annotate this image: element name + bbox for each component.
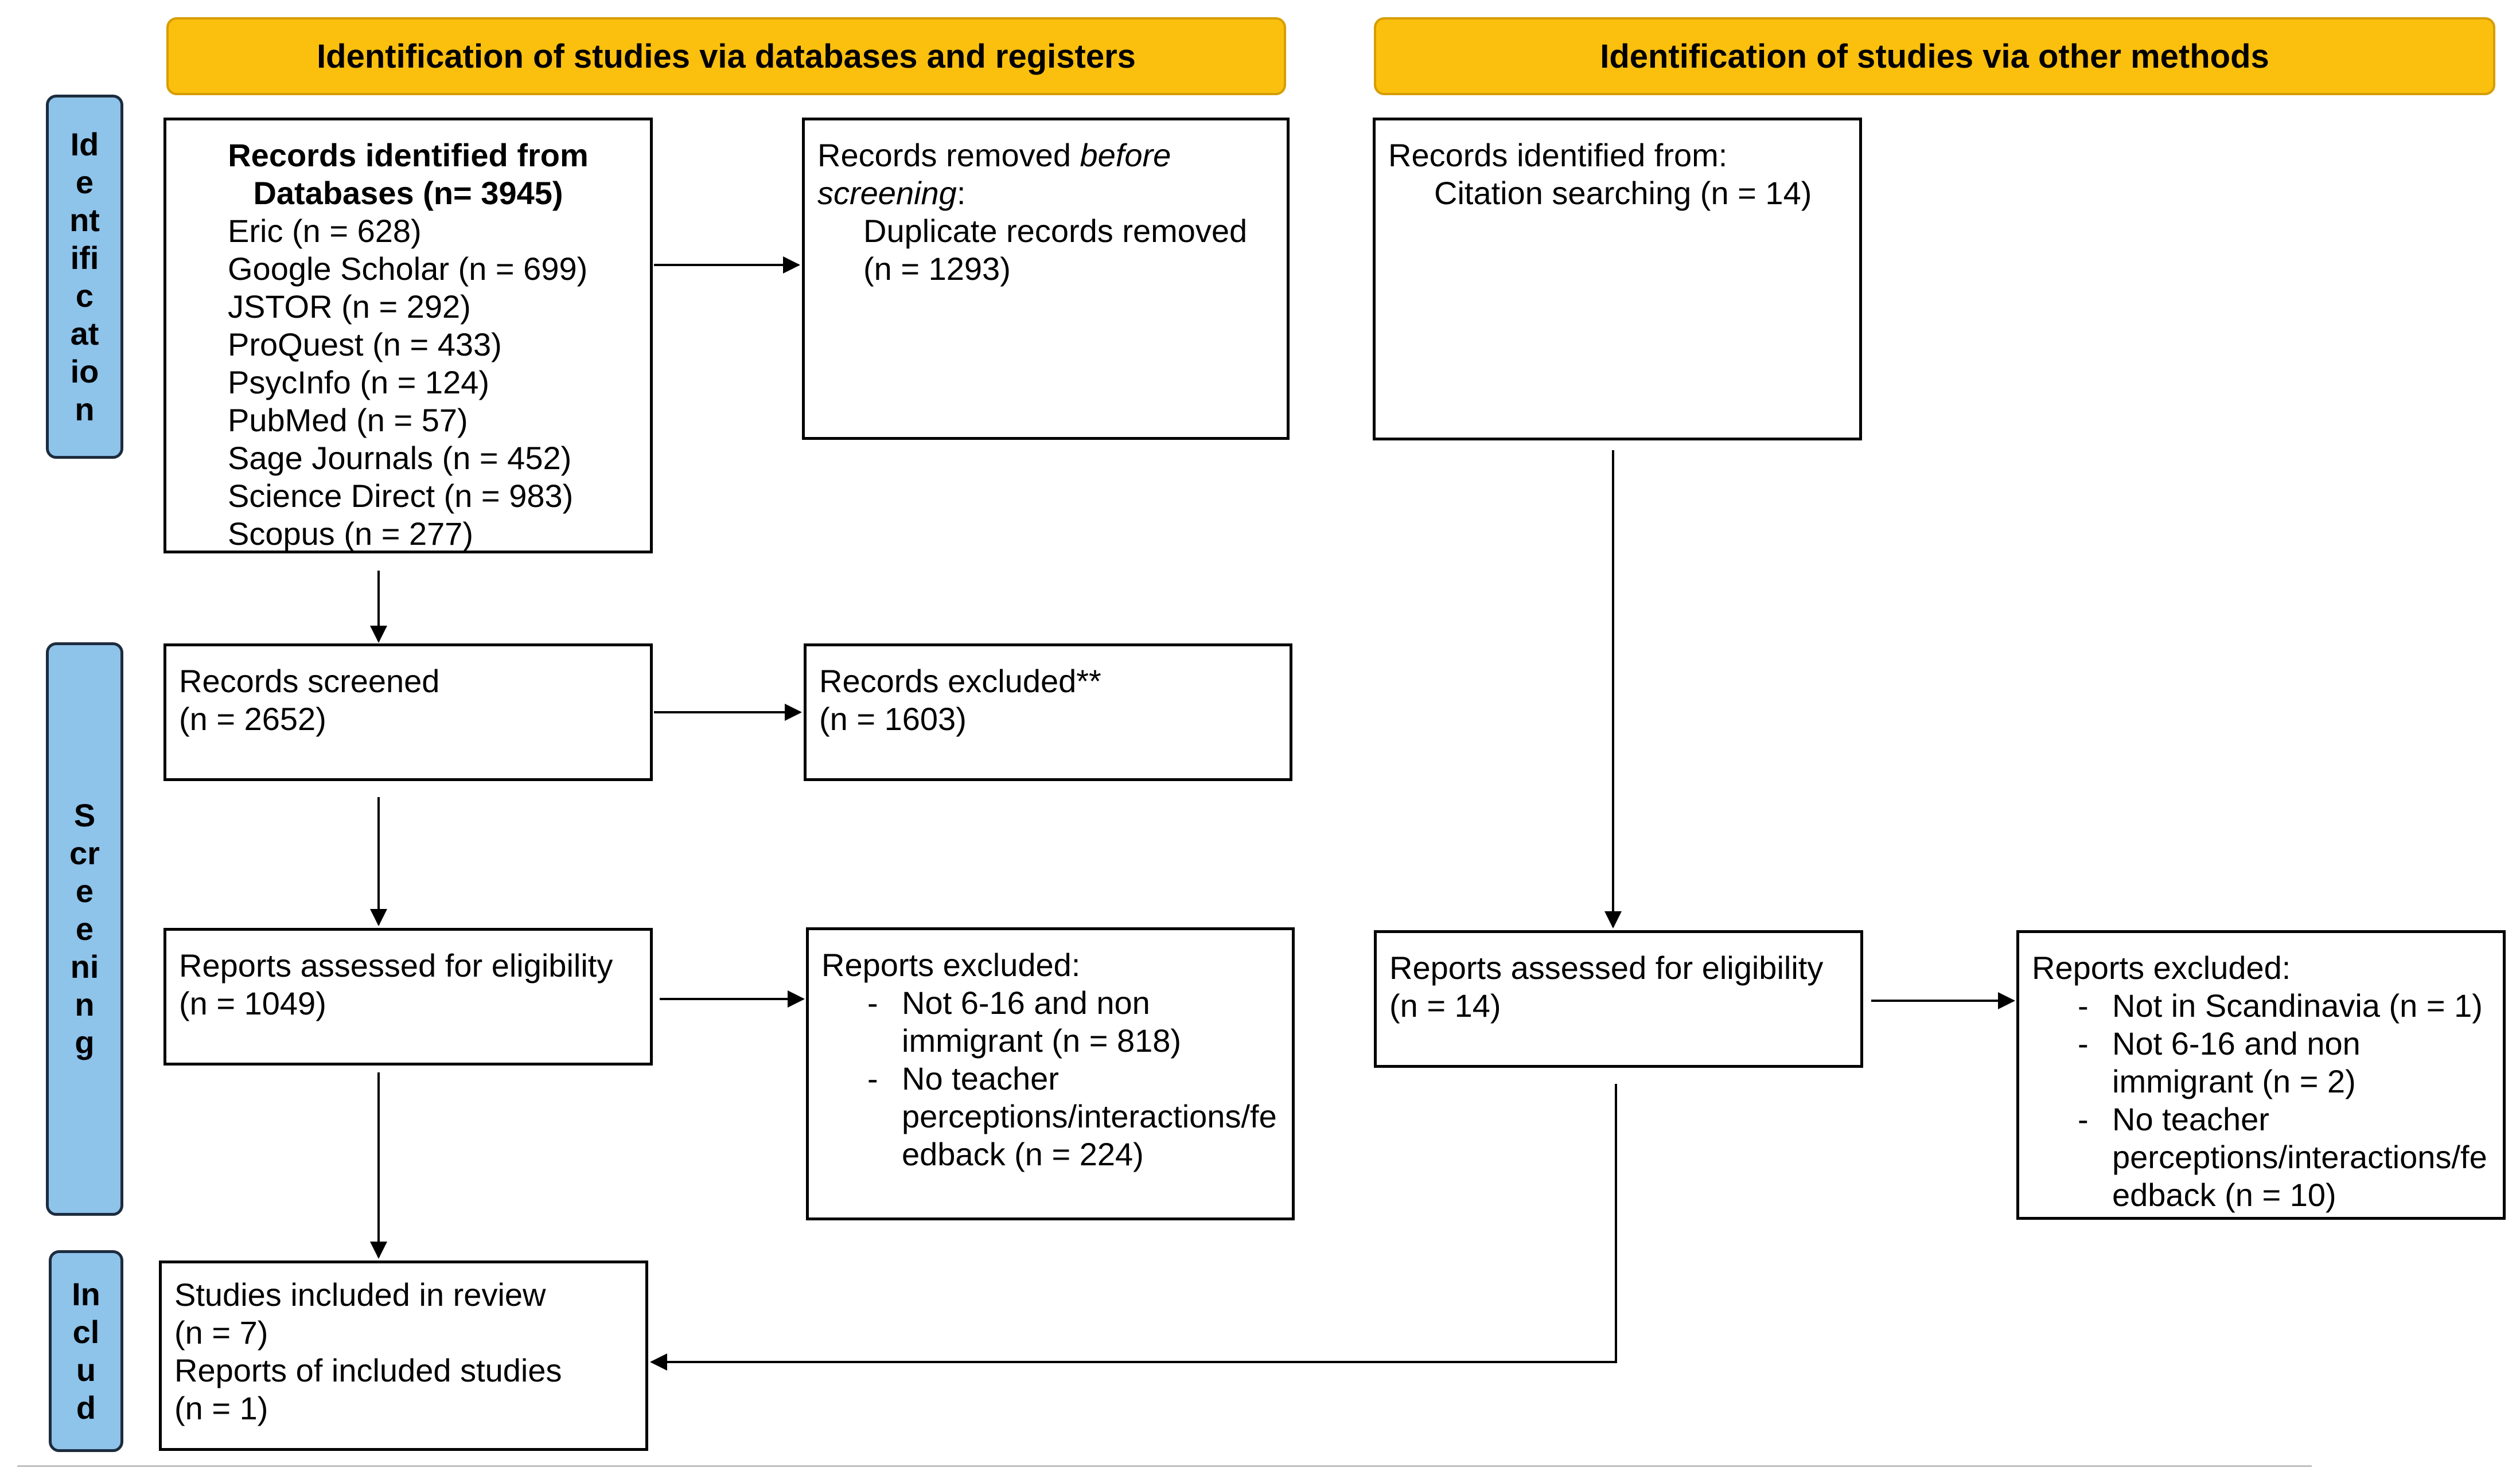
bullet-dash: - bbox=[2078, 1025, 2089, 1062]
records-removed-item: Duplicate records removed bbox=[863, 213, 1248, 249]
phase-label-fragment: e bbox=[75, 911, 94, 947]
records-identified-title-2: Databases (n= 3945) bbox=[253, 175, 563, 211]
bullet-dash: - bbox=[867, 1060, 878, 1096]
reports-excluded-other-box: Reports excluded: -Not in Scandinavia (n… bbox=[2016, 930, 2506, 1220]
database-source-item: JSTOR (n = 292) bbox=[228, 288, 471, 325]
exclusion-reason-line: No teacher bbox=[902, 1060, 1059, 1096]
database-source-item: Google Scholar (n = 699) bbox=[228, 251, 588, 287]
exclusion-reason-line: perceptions/interactions/fe bbox=[902, 1098, 1277, 1134]
reports-included-count: (n = 1) bbox=[174, 1390, 268, 1426]
reports-assessed-db-label: Reports assessed for eligibility bbox=[179, 947, 613, 984]
phase-label-fragment: S bbox=[73, 797, 96, 833]
records-removed-box: Records removed before screening: Duplic… bbox=[802, 118, 1290, 440]
exclusion-reason-line: immigrant (n = 818) bbox=[902, 1023, 1182, 1059]
reports-included-label: Reports of included studies bbox=[174, 1352, 562, 1388]
records-identified-sources: Eric (n = 628)Google Scholar (n = 699)JS… bbox=[166, 212, 650, 552]
other-records-item: Citation searching (n = 14) bbox=[1434, 175, 1812, 211]
records-identified-box: Records identified from Databases (n= 39… bbox=[163, 118, 653, 553]
banner-databases-label: Identification of studies via databases … bbox=[317, 37, 1136, 75]
exclusion-reason-line: immigrant (n = 2) bbox=[2112, 1063, 2356, 1099]
bullet-dash: - bbox=[2078, 988, 2089, 1024]
phase-label-fragment: e bbox=[75, 163, 94, 200]
phase-label-fragment: nt bbox=[69, 201, 100, 238]
banner-other-methods: Identification of studies via other meth… bbox=[1374, 17, 2495, 95]
bullet-dash: - bbox=[867, 985, 878, 1021]
studies-included-label: Studies included in review bbox=[174, 1277, 546, 1313]
exclusion-reason-line: edback (n = 10) bbox=[2112, 1177, 2336, 1213]
phase-label-fragment: Id bbox=[70, 126, 99, 162]
reports-excluded-other-label: Reports excluded: bbox=[2032, 950, 2291, 986]
exclusion-reason-line: No teacher bbox=[2112, 1101, 2269, 1137]
arrow-other-to-included bbox=[650, 1084, 1617, 1371]
reports-assessed-db-count: (n = 1049) bbox=[179, 985, 326, 1021]
reports-assessed-db-box: Reports assessed for eligibility (n = 10… bbox=[163, 928, 653, 1066]
records-excluded-label: Records excluded** bbox=[819, 663, 1101, 699]
banner-other-methods-label: Identification of studies via other meth… bbox=[1600, 37, 2269, 75]
exclusion-reason-line: perceptions/interactions/fe bbox=[2112, 1139, 2487, 1175]
other-records-title: Records identified from: bbox=[1388, 137, 1728, 173]
phase-label-fragment: g bbox=[75, 1024, 95, 1060]
records-removed-count: (n = 1293) bbox=[863, 251, 1011, 287]
database-source-item: Science Direct (n = 983) bbox=[228, 478, 574, 514]
records-removed-heading-2: screening: bbox=[817, 175, 966, 211]
phase-label-fragment: cr bbox=[69, 835, 100, 871]
reports-excluded-other-reasons: -Not in Scandinavia (n = 1)-Not 6-16 and… bbox=[2032, 987, 2503, 1214]
reports-assessed-other-count: (n = 14) bbox=[1389, 988, 1501, 1024]
records-removed-heading: Records removed before bbox=[817, 137, 1171, 173]
phase-label-fragment: io bbox=[70, 353, 99, 389]
records-screened-box: Records screened (n = 2652) bbox=[163, 643, 653, 781]
reports-excluded-db-label: Reports excluded: bbox=[821, 947, 1081, 983]
records-screened-label: Records screened bbox=[179, 663, 440, 699]
database-source-item: ProQuest (n = 433) bbox=[228, 326, 502, 362]
phase-label-fragment: d bbox=[76, 1390, 96, 1426]
exclusion-reason-item: -Not in Scandinavia (n = 1) bbox=[2032, 987, 2503, 1025]
phase-label-fragment: c bbox=[75, 277, 94, 314]
database-source-item: PubMed (n = 57) bbox=[228, 402, 468, 438]
phase-label-fragment: at bbox=[70, 315, 99, 352]
phase-label-fragment: n bbox=[75, 986, 95, 1023]
studies-included-count: (n = 7) bbox=[174, 1314, 268, 1351]
studies-included-box: Studies included in review (n = 7) Repor… bbox=[159, 1261, 648, 1451]
bullet-dash: - bbox=[2078, 1101, 2089, 1137]
phase-label-fragment: e bbox=[75, 873, 94, 909]
records-screened-count: (n = 2652) bbox=[179, 701, 326, 737]
reports-assessed-other-box: Reports assessed for eligibility (n = 14… bbox=[1374, 930, 1863, 1068]
phase-label-fragment: u bbox=[76, 1352, 96, 1388]
exclusion-reason-line: Not 6-16 and non bbox=[2112, 1025, 2361, 1062]
phase-label-fragment: cl bbox=[72, 1314, 100, 1350]
database-source-item: Scopus (n = 277) bbox=[228, 516, 474, 552]
records-identified-title-1: Records identified from bbox=[228, 137, 589, 173]
banner-databases: Identification of studies via databases … bbox=[166, 17, 1286, 95]
phase-label-fragment: ni bbox=[70, 949, 99, 985]
exclusion-reason-line: Not in Scandinavia (n = 1) bbox=[2112, 988, 2483, 1024]
records-excluded-box: Records excluded** (n = 1603) bbox=[804, 643, 1292, 781]
phase-label-fragment: In bbox=[72, 1276, 100, 1312]
bottom-rule bbox=[17, 1465, 2312, 1467]
exclusion-reason-line: edback (n = 224) bbox=[902, 1136, 1144, 1172]
database-source-item: PsycInfo (n = 124) bbox=[228, 364, 490, 400]
records-excluded-count: (n = 1603) bbox=[819, 701, 967, 737]
other-records-identified-box: Records identified from: Citation search… bbox=[1373, 118, 1862, 440]
phase-label-fragment: n bbox=[75, 391, 95, 427]
reports-assessed-other-label: Reports assessed for eligibility bbox=[1389, 950, 1824, 986]
phase-label-fragment: ifi bbox=[70, 239, 99, 276]
database-source-item: Sage Journals (n = 452) bbox=[228, 440, 572, 476]
exclusion-reason-line: Not 6-16 and non bbox=[902, 985, 1150, 1021]
database-source-item: Eric (n = 628) bbox=[228, 213, 422, 249]
